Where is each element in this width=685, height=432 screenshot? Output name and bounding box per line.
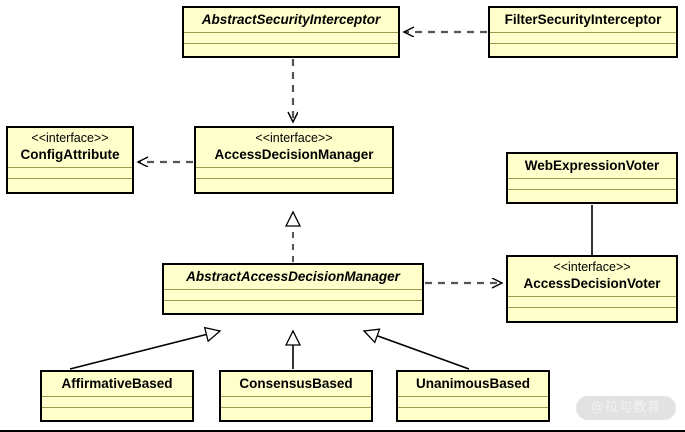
uml-class-name: AbstractAccessDecisionManager <box>186 269 400 284</box>
uml-class-header: AbstractAccessDecisionManager <box>164 265 422 290</box>
uml-operations-compartment <box>164 301 422 313</box>
uml-attributes-compartment <box>398 397 548 408</box>
uml-class-affirmative-based[interactable]: AffirmativeBased <box>40 370 194 422</box>
uml-class-header: <<interface>> AccessDecisionVoter <box>508 257 676 297</box>
uml-class-abstract-access-decision-manager[interactable]: AbstractAccessDecisionManager <box>162 263 424 315</box>
uml-class-name: AffirmativeBased <box>61 376 173 391</box>
uml-class-name: WebExpressionVoter <box>524 158 660 173</box>
uml-class-name: UnanimousBased <box>415 376 531 391</box>
uml-class-name: AccessDecisionManager <box>214 147 374 162</box>
uml-attributes-compartment <box>8 168 132 179</box>
watermark-badge: @拉勾教育 <box>576 396 676 420</box>
uml-attributes-compartment <box>221 397 371 408</box>
uml-class-header: <<interface>> AccessDecisionManager <box>196 128 392 168</box>
uml-class-access-decision-voter[interactable]: <<interface>> AccessDecisionVoter <box>506 255 678 323</box>
uml-operations-compartment <box>42 408 192 420</box>
uml-attributes-compartment <box>164 290 422 301</box>
uml-operations-compartment <box>221 408 371 420</box>
uml-attributes-compartment <box>508 297 676 308</box>
uml-class-name: ConsensusBased <box>239 376 353 391</box>
uml-stereotype-label: <<interface>> <box>31 131 109 145</box>
uml-attributes-compartment <box>42 397 192 408</box>
uml-class-header: AffirmativeBased <box>42 372 192 397</box>
uml-operations-compartment <box>398 408 548 420</box>
uml-class-header: FilterSecurityInterceptor <box>490 8 676 33</box>
uml-class-name: AccessDecisionVoter <box>523 276 661 291</box>
uml-class-web-expression-voter[interactable]: WebExpressionVoter <box>506 152 678 204</box>
edge-affirmative-to-aadm <box>69 331 220 370</box>
uml-operations-compartment <box>508 190 676 202</box>
uml-attributes-compartment <box>490 33 676 44</box>
uml-class-name: AbstractSecurityInterceptor <box>201 12 381 27</box>
edge-unanimous-to-aadm <box>364 331 470 370</box>
uml-class-consensus-based[interactable]: ConsensusBased <box>219 370 373 422</box>
uml-class-header: WebExpressionVoter <box>508 154 676 179</box>
uml-class-config-attribute[interactable]: <<interface>> ConfigAttribute <box>6 126 134 194</box>
uml-class-header: AbstractSecurityInterceptor <box>184 8 398 33</box>
uml-class-unanimous-based[interactable]: UnanimousBased <box>396 370 550 422</box>
uml-operations-compartment <box>196 179 392 192</box>
uml-operations-compartment <box>184 44 398 56</box>
uml-attributes-compartment <box>196 168 392 179</box>
uml-class-name: FilterSecurityInterceptor <box>504 12 662 27</box>
uml-attributes-compartment <box>508 179 676 190</box>
uml-operations-compartment <box>8 179 132 192</box>
uml-class-abstract-security-interceptor[interactable]: AbstractSecurityInterceptor <box>182 6 400 58</box>
uml-operations-compartment <box>508 308 676 321</box>
uml-class-header: <<interface>> ConfigAttribute <box>8 128 132 168</box>
uml-class-access-decision-manager[interactable]: <<interface>> AccessDecisionManager <box>194 126 394 194</box>
uml-operations-compartment <box>490 44 676 56</box>
uml-class-header: UnanimousBased <box>398 372 548 397</box>
uml-stereotype-label: <<interface>> <box>553 260 631 274</box>
uml-attributes-compartment <box>184 33 398 44</box>
uml-stereotype-label: <<interface>> <box>255 131 333 145</box>
uml-class-header: ConsensusBased <box>221 372 371 397</box>
uml-class-name: ConfigAttribute <box>20 147 120 162</box>
uml-class-filter-security-interceptor[interactable]: FilterSecurityInterceptor <box>488 6 678 58</box>
